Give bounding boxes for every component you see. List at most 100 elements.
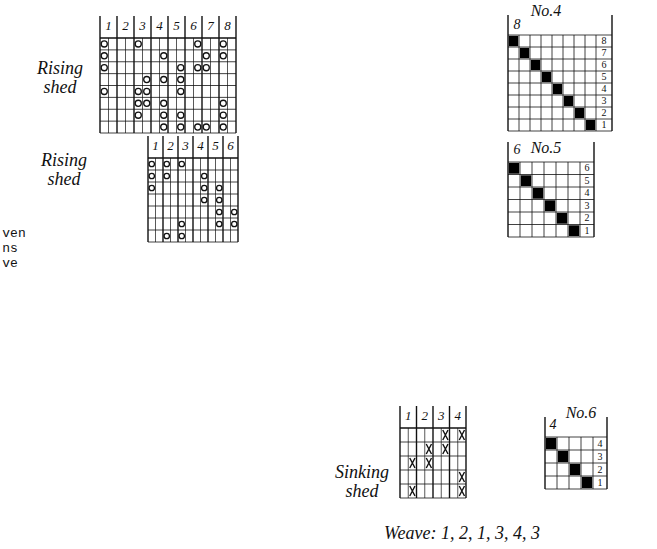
grid-line [148, 157, 238, 158]
rising-mark [203, 53, 209, 59]
grid-line [155, 158, 156, 242]
row-number: 1 [602, 120, 607, 131]
rising-mark [135, 112, 141, 118]
grid-line [611, 15, 612, 131]
rising-mark [220, 53, 226, 59]
grid-line [424, 428, 425, 498]
sinking-mark [410, 486, 415, 496]
grid-line [508, 95, 612, 96]
sinking-mark-stroke [459, 430, 464, 440]
sinking-mark-stroke [443, 430, 448, 440]
grid-line [167, 16, 168, 133]
grid-line [508, 119, 612, 120]
rising-mark [161, 53, 167, 59]
rising-mark [135, 100, 141, 106]
grid-line [100, 121, 236, 122]
rising-mark [202, 197, 207, 202]
row-number: 3 [585, 201, 590, 212]
threading-mark [509, 36, 518, 46]
column-number: 4 [197, 139, 204, 153]
rising-mark [195, 124, 201, 130]
row-number: 1 [585, 226, 590, 237]
draft-number: No.5 [531, 140, 562, 157]
threading-draft [508, 142, 594, 237]
column-number: 3 [182, 139, 189, 153]
grid-line [184, 16, 185, 133]
row-number: 1 [598, 477, 603, 488]
threading-mark [557, 213, 567, 224]
rising-mark [164, 173, 169, 178]
column-number: 6 [227, 139, 234, 153]
threading-mark [586, 120, 595, 130]
rising-mark [101, 65, 107, 71]
rising-mark [149, 173, 154, 178]
sinking-mark [459, 486, 464, 496]
row-number: 2 [585, 213, 590, 224]
rising-mark [178, 77, 184, 83]
grid-line [593, 142, 594, 237]
grid-line [408, 428, 409, 498]
rising-mark [164, 161, 169, 166]
threading-draft [545, 417, 607, 489]
rising-mark [217, 185, 222, 190]
grid-line [100, 49, 236, 50]
threading-mark [564, 96, 573, 106]
grid-line [508, 237, 594, 238]
grid-line [508, 199, 594, 200]
grid-line [508, 174, 594, 175]
rising-mark [232, 221, 237, 226]
column-number: 4 [455, 409, 462, 423]
sinking-mark [443, 444, 448, 454]
sinking-mark [426, 458, 431, 468]
sinking-mark-stroke [459, 486, 464, 496]
threading-mark [542, 72, 551, 82]
grid-line [170, 158, 171, 242]
grid-line [148, 230, 238, 231]
grid-line [133, 16, 134, 133]
rising-mark [179, 161, 184, 166]
grid-line [507, 15, 508, 131]
grid-line [508, 35, 612, 36]
shed-label: Rising shed [33, 151, 95, 189]
row-number: 3 [598, 451, 603, 462]
column-number: 8 [224, 19, 231, 33]
tie-up-grid [148, 136, 238, 242]
grid-line [148, 242, 238, 243]
rising-mark [232, 209, 237, 214]
tie-up-grid [100, 16, 236, 133]
grid-line [457, 428, 458, 498]
rising-mark [135, 88, 141, 94]
column-number: 5 [212, 139, 219, 153]
tie-up-grid [400, 406, 466, 498]
grid-line [508, 212, 594, 213]
grid-line [508, 59, 612, 60]
column-number: 4 [156, 19, 163, 33]
row-number: 6 [602, 60, 607, 71]
threading-mark [553, 84, 562, 94]
row-number: 2 [598, 464, 603, 475]
grid-line [545, 489, 607, 490]
grid-line [150, 16, 151, 133]
rising-mark [217, 209, 222, 214]
grid-line [148, 194, 238, 195]
rising-mark [161, 100, 167, 106]
rising-mark [195, 65, 201, 71]
threading-mark [570, 464, 580, 475]
shed-label: Sinking shed [329, 463, 395, 501]
draft-number: No.6 [566, 405, 597, 422]
row-number: 4 [598, 438, 603, 449]
grid-line [508, 224, 594, 225]
fragment-text: ven [2, 227, 25, 241]
row-number: 7 [602, 48, 607, 59]
grid-line [99, 16, 100, 133]
fragment-text: ve [2, 257, 18, 271]
rising-mark [101, 41, 107, 47]
column-count: 6 [514, 143, 521, 158]
row-number: 2 [602, 108, 607, 119]
row-number: 4 [585, 188, 590, 199]
rising-mark [202, 173, 207, 178]
sinking-mark [443, 430, 448, 440]
